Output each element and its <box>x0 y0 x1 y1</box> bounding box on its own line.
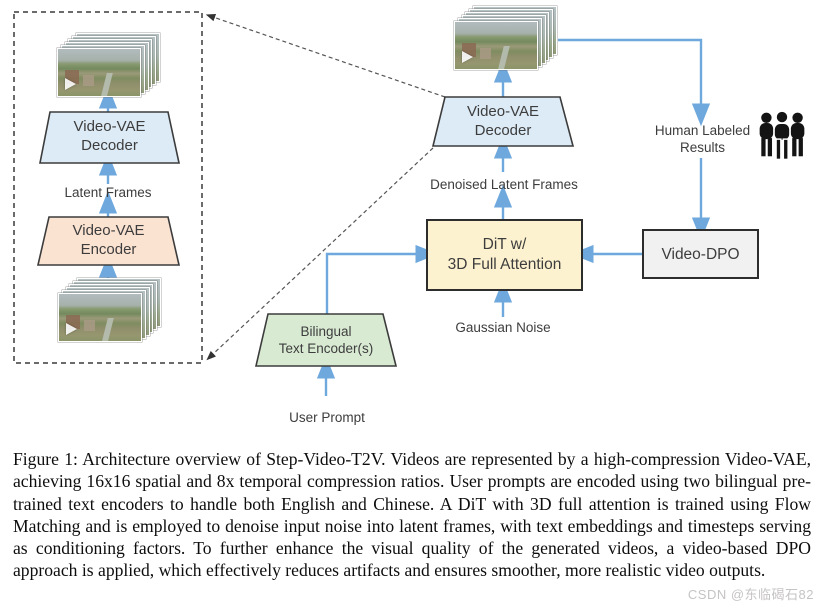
label-line: Video-VAE <box>72 222 145 239</box>
architecture-diagram: Video-VAE Decoder Latent Frames Video-VA… <box>13 6 805 425</box>
video-dpo-box <box>642 229 759 279</box>
vae-loop-dashed-box <box>13 11 203 364</box>
gaussian-noise-label: Gaussian Noise <box>455 320 551 335</box>
dashed-connector-bottom <box>206 147 434 361</box>
denoised-latent-frames-label: Denoised Latent Frames <box>430 177 578 192</box>
label-line: DiT w/ <box>482 236 527 253</box>
video-frame-front <box>58 293 142 342</box>
people-group-icon <box>759 110 805 161</box>
video-frame-front <box>454 21 538 70</box>
video-dpo-label: Video-DPO <box>661 246 740 263</box>
vae-decoder-main-label: Video-VAE Decoder <box>433 102 573 140</box>
label-line: Bilingual <box>300 324 352 339</box>
input-video-stack <box>58 278 162 342</box>
generated-video-stack <box>454 6 558 70</box>
dit-label: DiT w/ 3D Full Attention <box>427 235 582 275</box>
human-labeled-results-label: Human Labeled Results <box>640 122 765 156</box>
arrow-textencoder-to-dit <box>325 244 439 314</box>
label-line: Text Encoder(s) <box>278 341 374 356</box>
figure-caption: Figure 1: Architecture overview of Step-… <box>13 449 811 581</box>
decoded-video-stack-loop <box>57 33 161 97</box>
label-line: Video-VAE <box>467 103 539 120</box>
scene-building <box>83 75 95 86</box>
label-line: Decoder <box>474 122 532 139</box>
video-frame-front <box>57 48 141 97</box>
person-left <box>759 112 774 157</box>
play-icon <box>65 78 76 90</box>
scene-river <box>102 318 114 341</box>
text-encoder-label: Bilingual Text Encoder(s) <box>256 323 396 357</box>
label-line: Video-VAE <box>73 118 146 135</box>
scene-building <box>480 48 492 59</box>
play-icon <box>462 51 473 63</box>
vae-encoder-label: Video-VAE Encoder <box>38 221 179 259</box>
person-middle <box>773 110 791 161</box>
user-prompt-label: User Prompt <box>289 410 365 425</box>
vae-decoder-trapezoid-main <box>431 96 575 147</box>
text-encoder-trapezoid <box>254 313 398 367</box>
vae-decoder-loop-label: Video-VAE Decoder <box>40 117 179 155</box>
vae-encoder-trapezoid <box>36 216 181 266</box>
latent-frames-label: Latent Frames <box>64 185 152 200</box>
label-line: Results <box>679 140 725 155</box>
label-line: 3D Full Attention <box>447 256 562 273</box>
watermark: CSDN @东临碣石82 <box>687 587 814 602</box>
scene-river <box>498 46 510 69</box>
person-right <box>790 112 805 157</box>
dashed-connector-top <box>205 13 446 98</box>
flow-arrows <box>98 38 711 396</box>
diagram-shapes <box>13 11 759 396</box>
scene-river <box>101 73 113 96</box>
dit-box <box>426 219 583 291</box>
label-line: Human Labeled <box>654 123 751 138</box>
arrow-video-to-human <box>558 38 711 127</box>
label-line: Encoder <box>80 241 137 258</box>
vae-decoder-trapezoid-loop <box>39 111 180 164</box>
play-icon <box>66 323 77 335</box>
scene-building <box>84 320 96 331</box>
label-line: Decoder <box>81 137 138 154</box>
